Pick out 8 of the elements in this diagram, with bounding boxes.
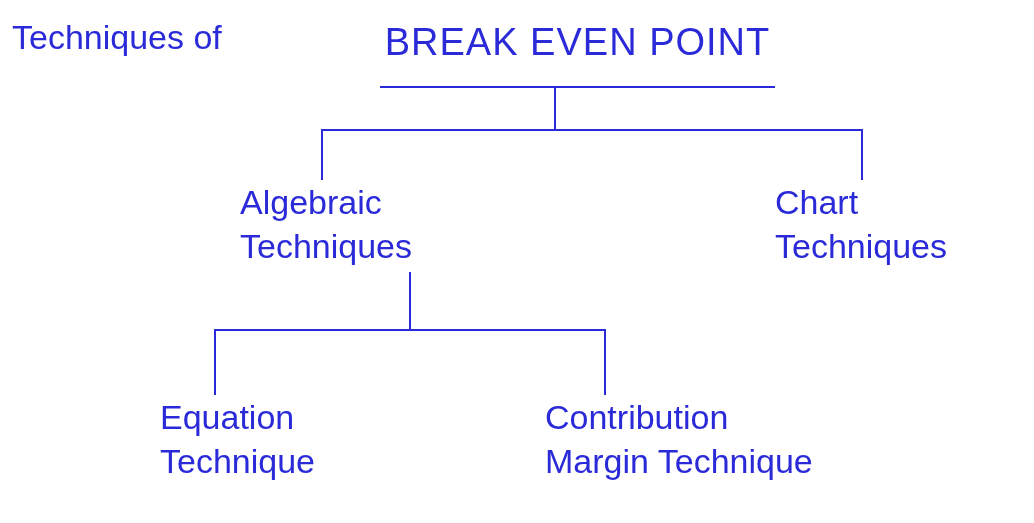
node-text: BREAK EVEN POINT [383,20,772,65]
node-text: Contribution Margin Technique [545,397,814,483]
node-text: Algebraic Techniques [240,182,413,268]
heading-prefix: Techniques of [12,18,222,57]
node-text: Chart Techniques [775,182,948,268]
tree-connector [409,271,606,396]
tree-connector [554,87,863,181]
node-text: Equation Technique [160,397,316,483]
